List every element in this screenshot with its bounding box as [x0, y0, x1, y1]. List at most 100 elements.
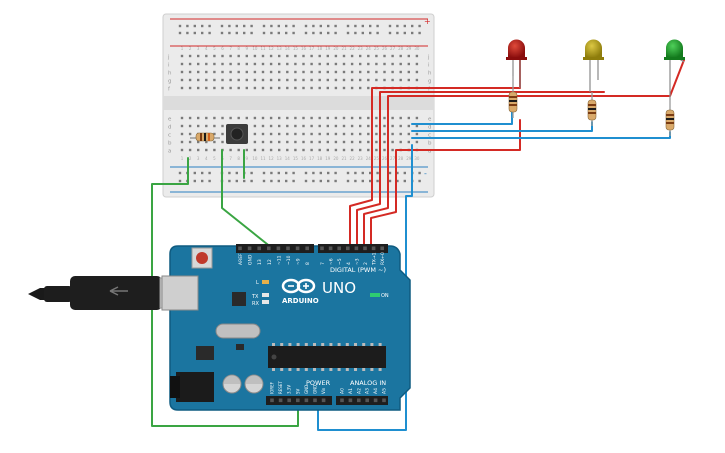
- rail-hole: [312, 179, 315, 183]
- breadboard-hole: [415, 70, 419, 74]
- column-number: 24: [366, 156, 372, 161]
- rail-hole: [243, 24, 246, 28]
- header-pin[interactable]: [328, 246, 333, 251]
- header-pin[interactable]: [313, 398, 317, 403]
- header-pin[interactable]: [276, 246, 281, 251]
- power-pin-label: RESET: [278, 381, 283, 394]
- breadboard-hole: [188, 116, 192, 120]
- rail-hole: [327, 24, 330, 28]
- header-pin[interactable]: [340, 398, 344, 403]
- breadboard-hole: [180, 148, 184, 152]
- header-pin[interactable]: [382, 398, 386, 403]
- wire-red-4[interactable]: [370, 119, 521, 249]
- resistor-red-led[interactable]: [508, 76, 518, 118]
- breadboard-resistor[interactable]: [190, 132, 220, 142]
- breadboard-hole: [221, 86, 224, 90]
- header-pin[interactable]: [337, 246, 341, 251]
- power-pin-label: 3.3V: [287, 385, 292, 394]
- rail-hole: [186, 24, 189, 28]
- led-l-label: L: [256, 280, 259, 286]
- wire-blue-3[interactable]: [411, 131, 671, 139]
- breadboard-hole: [253, 140, 257, 144]
- rail-hole: [186, 31, 189, 35]
- column-number: 4: [205, 46, 208, 51]
- power-jack-front: [170, 376, 180, 398]
- header-pin[interactable]: [296, 398, 300, 403]
- header-pin[interactable]: [321, 398, 326, 403]
- resistor-yellow-led[interactable]: [587, 92, 597, 126]
- header-pin[interactable]: [267, 246, 271, 251]
- breadboard-hole: [359, 86, 362, 90]
- reset-button[interactable]: [196, 252, 208, 264]
- header-pin[interactable]: [247, 246, 252, 251]
- breadboard-hole: [326, 78, 329, 82]
- header-pin[interactable]: [357, 398, 361, 403]
- breadboard-hole: [383, 62, 386, 66]
- breadboard-hole: [407, 70, 410, 74]
- column-number: 23: [358, 156, 364, 161]
- rail-hole: [208, 31, 211, 35]
- header-pin[interactable]: [363, 246, 367, 251]
- breadboard-hole: [375, 54, 378, 58]
- header-pin[interactable]: [287, 398, 291, 403]
- breadboard-hole: [310, 70, 313, 74]
- row-letter: h: [168, 71, 172, 77]
- rail-hole: [178, 179, 182, 183]
- wire-green-pin12[interactable]: [221, 149, 273, 249]
- column-number: 9: [246, 46, 249, 51]
- header-pin[interactable]: [371, 246, 376, 251]
- header-pin[interactable]: [373, 398, 378, 403]
- header-pin[interactable]: [320, 246, 324, 251]
- breadboard-hole: [261, 62, 265, 66]
- breadboard-hole: [205, 140, 208, 144]
- breadboard-hole: [253, 86, 257, 90]
- breadboard-hole: [310, 124, 313, 128]
- header-pin[interactable]: [354, 246, 359, 251]
- wire-blue-1[interactable]: [411, 111, 513, 125]
- column-number: 27: [390, 46, 396, 51]
- header-pin[interactable]: [270, 398, 274, 403]
- led-yellow[interactable]: [583, 39, 604, 93]
- led-rx-indicator: [262, 300, 269, 304]
- header-pin[interactable]: [348, 398, 353, 403]
- column-number: 11: [260, 156, 266, 161]
- breadboard-hole: [269, 132, 273, 136]
- breadboard-hole: [229, 70, 232, 74]
- header-pin[interactable]: [346, 246, 350, 251]
- row-letter: b: [428, 141, 432, 147]
- breadboard-hole: [359, 140, 362, 144]
- rail-hole: [334, 24, 337, 28]
- breadboard-hole: [188, 124, 192, 128]
- led-red[interactable]: [506, 39, 527, 89]
- rail-hole: [388, 31, 392, 35]
- header-pin[interactable]: [238, 246, 242, 251]
- breadboard-hole: [180, 54, 184, 58]
- rail-hole: [411, 24, 414, 28]
- column-number: 26: [382, 46, 388, 51]
- row-letter: i: [428, 63, 430, 69]
- header-pin[interactable]: [278, 398, 283, 403]
- header-pin[interactable]: [304, 398, 309, 403]
- wire-red-2[interactable]: [356, 91, 605, 249]
- row-letter: e: [168, 117, 172, 123]
- rail-hole: [354, 24, 357, 28]
- header-pin[interactable]: [380, 246, 384, 251]
- breadboard-hole: [197, 78, 200, 82]
- breadboard-hole: [391, 124, 394, 128]
- header-pin[interactable]: [365, 398, 369, 403]
- header-pin[interactable]: [286, 246, 290, 251]
- breadboard-hole: [188, 70, 192, 74]
- rail-hole: [411, 31, 414, 35]
- breadboard-hole: [359, 78, 362, 82]
- breadboard-hole: [278, 54, 281, 58]
- header-pin[interactable]: [295, 246, 300, 251]
- rail-hole: [285, 171, 288, 175]
- breadboard-hole: [350, 124, 354, 128]
- header-pin[interactable]: [257, 246, 261, 251]
- header-pin[interactable]: [305, 246, 309, 251]
- pushbutton[interactable]: [226, 124, 248, 144]
- led-green[interactable]: [664, 39, 685, 101]
- resistor-green-led[interactable]: [665, 100, 675, 136]
- voltage-regulator: [196, 346, 214, 360]
- on-indicator: [370, 293, 380, 297]
